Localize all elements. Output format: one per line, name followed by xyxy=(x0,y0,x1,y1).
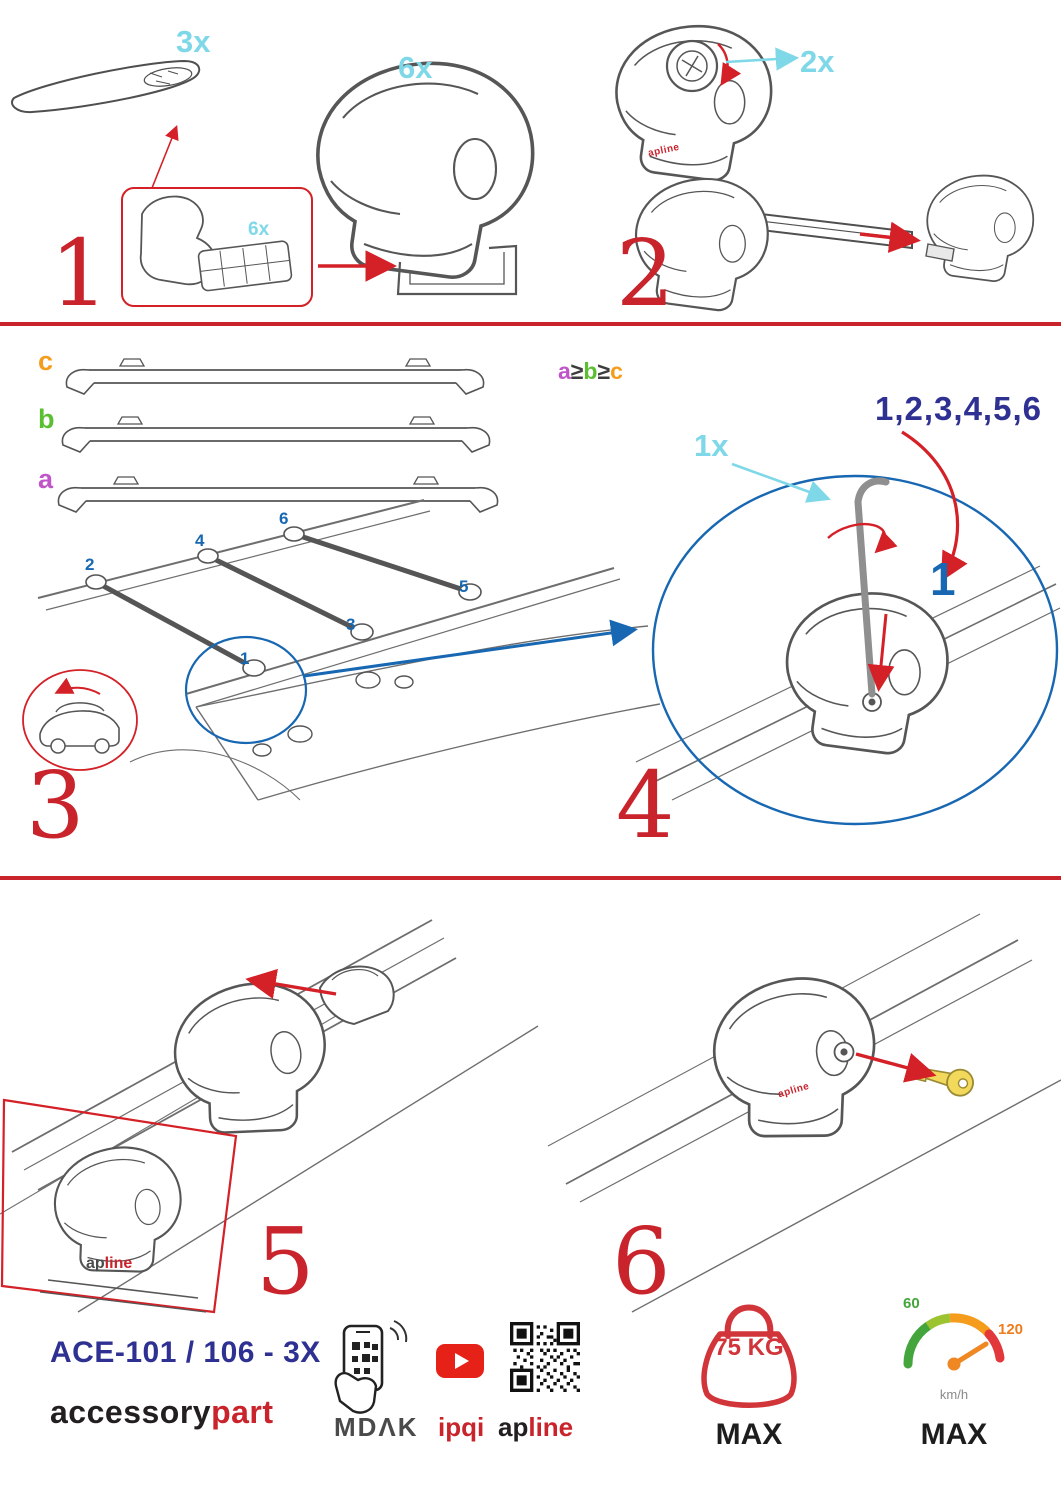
foot-with-lock-drawing xyxy=(703,967,888,1151)
apline-line: line xyxy=(528,1412,574,1442)
max-speed-label: MAX xyxy=(920,1418,988,1451)
knob-drawing xyxy=(665,39,742,93)
crossbar-size-a xyxy=(57,476,499,513)
section-divider-2 xyxy=(0,876,1061,880)
step4-illustration xyxy=(635,430,1061,826)
car-inset xyxy=(22,669,138,771)
qr-code-icon xyxy=(510,1322,580,1392)
foot-on-rail-drawing xyxy=(163,971,341,1148)
position-1: 1 xyxy=(240,649,250,668)
speed-low-tick: 60 xyxy=(903,1295,920,1312)
brand-accessory: accessory xyxy=(50,1394,212,1430)
step-5-number: 5 xyxy=(256,1208,315,1315)
speedometer-icon xyxy=(903,1313,1005,1371)
cover-piece-drawing xyxy=(318,965,395,1026)
step5-illustration xyxy=(0,919,539,1314)
direction-arrow xyxy=(54,677,101,695)
allen-key-drawing xyxy=(854,477,890,698)
knob-quantity: 2x xyxy=(800,44,835,79)
phone-qr-scan-icon xyxy=(334,1320,408,1414)
formula-ge2: ≥ xyxy=(597,358,611,384)
position-2: 2 xyxy=(85,555,95,574)
formula-c: c xyxy=(610,358,623,384)
tighten-sequence: 1,2,3,4,5,6 xyxy=(875,390,1042,427)
crossbar-size-b xyxy=(61,416,491,453)
apline-logo: apline xyxy=(498,1414,573,1440)
detail-arrow xyxy=(303,619,638,678)
inset-brand-label: apline xyxy=(86,1256,132,1272)
first-position-number: 1 xyxy=(930,553,956,605)
model-number: ACE-101 / 106 - 3X xyxy=(50,1336,321,1369)
inset-brand-ap: ap xyxy=(86,1255,105,1272)
ipqi-logo: ipqi xyxy=(438,1412,485,1442)
bar-into-foot-drawing xyxy=(634,174,1035,312)
endcap-pointer-arrow xyxy=(151,125,179,189)
foot-drawing xyxy=(316,61,535,279)
position-4: 4 xyxy=(195,531,205,550)
formula-b: b xyxy=(583,358,598,384)
mounted-crossbars xyxy=(85,526,482,677)
foot-quantity: 6x xyxy=(398,50,433,85)
step-3-number: 3 xyxy=(26,752,85,859)
key-quantity: 1x xyxy=(694,428,729,463)
step6-illustration xyxy=(547,913,1061,1313)
step-6-number: 6 xyxy=(612,1208,671,1315)
bar-quantity: 3x xyxy=(176,24,211,59)
knob-qty-arrow xyxy=(725,47,800,71)
position-6: 6 xyxy=(279,509,289,528)
step1-illustration xyxy=(11,59,535,307)
size-label-b: b xyxy=(38,404,55,434)
detail-circle xyxy=(651,474,1059,826)
clamp-base-drawing xyxy=(396,244,518,296)
youtube-icon xyxy=(436,1344,484,1378)
step-2-number: 2 xyxy=(616,220,675,327)
step-1-number: 1 xyxy=(50,220,109,327)
key-qty-arrow xyxy=(731,462,831,503)
pad-drawing xyxy=(139,195,293,292)
max-weight-value: 75 KG xyxy=(714,1334,784,1361)
rotate-arrow xyxy=(827,522,898,554)
step3-illustration xyxy=(22,358,660,801)
step2-illustration xyxy=(615,24,1035,312)
size-formula: a≥b≥c xyxy=(558,360,623,383)
crossbar-size-c xyxy=(65,358,485,395)
brand-wordmark: accessorypart xyxy=(50,1396,274,1428)
size-label-c: c xyxy=(38,346,54,376)
pad-quantity: 6x xyxy=(248,219,270,240)
weight-icon xyxy=(701,1304,797,1408)
position-3: 3 xyxy=(346,615,356,634)
pad-inset-box xyxy=(121,187,313,307)
crossbar-drawing xyxy=(11,59,201,114)
position-5: 5 xyxy=(459,577,469,596)
tighten-arrow xyxy=(867,613,895,692)
apline-ap: ap xyxy=(498,1412,529,1442)
brand-part: part xyxy=(211,1394,274,1430)
step-4-number: 4 xyxy=(616,752,675,859)
formula-a: a xyxy=(558,358,571,384)
speed-high-tick: 120 xyxy=(998,1321,1024,1338)
inset-brand-line: line xyxy=(104,1255,133,1272)
formula-ge1: ≥ xyxy=(570,358,584,384)
spare-parts xyxy=(252,671,414,757)
position1-highlight-circle xyxy=(184,635,308,745)
key-drawing xyxy=(911,1066,974,1097)
mdak-logo: MDΛK xyxy=(334,1412,419,1442)
max-weight-label: MAX xyxy=(715,1418,783,1451)
cover-attach-arrow xyxy=(245,968,337,1000)
size-label-a: a xyxy=(38,464,54,494)
speed-unit: km/h xyxy=(939,1387,969,1402)
car-roof-drawing xyxy=(37,499,660,801)
inset-detail xyxy=(0,1098,238,1314)
insert-bar-arrow xyxy=(859,221,921,253)
section-divider-1 xyxy=(0,322,1061,326)
sequence-arrow xyxy=(901,430,968,582)
key-arrow xyxy=(855,1052,937,1083)
